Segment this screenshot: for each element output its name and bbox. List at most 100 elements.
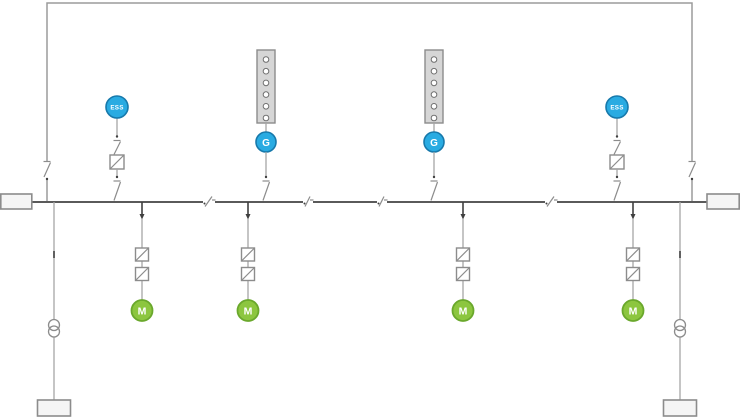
ess-2-converter[interactable] (609, 154, 625, 170)
motor-circle[interactable] (451, 299, 475, 322)
ess-2-switch-upper[interactable] (613, 139, 622, 155)
switch-terminal-dot (690, 177, 694, 181)
module-cell (262, 79, 270, 87)
ess-label: ESS (610, 105, 623, 112)
motor-circle[interactable] (236, 299, 260, 322)
bus-tie-switch-3[interactable] (377, 196, 388, 207)
generator-1-switch[interactable] (262, 180, 271, 201)
bus-tie-switch-2[interactable] (303, 196, 314, 207)
ess-2-bay: ESS (605, 95, 629, 201)
terminal-box[interactable] (0, 193, 33, 210)
feeder-terminal-box[interactable] (662, 399, 698, 417)
switch-blade (43, 162, 52, 178)
transformer-winding-primary[interactable] (47, 318, 61, 332)
transformer-winding-mask (48, 326, 60, 337)
transformer-winding-secondary[interactable] (47, 325, 61, 338)
disconnect-switch-ring-left[interactable] (43, 160, 52, 181)
module-cell (262, 56, 270, 63)
motor-3-symbol[interactable]: M (451, 299, 475, 322)
generator-label: G (262, 138, 270, 149)
ess-label: ESS (110, 105, 123, 112)
module-cell (430, 103, 438, 110)
junction-dot (615, 135, 619, 138)
motor-label: M (244, 305, 253, 317)
bus-tie-switch-4[interactable] (545, 196, 558, 207)
converter-diagonal (109, 154, 125, 170)
motor-3-drive-stage-1[interactable] (455, 247, 471, 262)
transformer-winding-secondary[interactable] (673, 325, 687, 338)
motor-4-drive-stage-1[interactable] (625, 247, 641, 262)
genset-engine-1[interactable] (256, 49, 276, 124)
transformer-2-symbol[interactable] (673, 318, 687, 338)
switch-terminal-dot (377, 202, 380, 205)
module-cell (430, 67, 438, 75)
motor-circle[interactable] (621, 299, 645, 322)
motor-circle[interactable] (130, 299, 154, 322)
ess-circle[interactable] (105, 95, 129, 119)
junction-dot (264, 175, 268, 179)
terminal-box[interactable] (706, 193, 740, 210)
feeder-arrow-icon (139, 214, 145, 220)
junction-dot (432, 175, 436, 179)
drive-diagonal (626, 247, 640, 262)
generator-1-bay: G (255, 49, 277, 201)
motor-label: M (459, 305, 468, 317)
drive-diagonal (626, 267, 640, 281)
ess-1-converter[interactable] (109, 154, 125, 170)
switch-blade (688, 162, 697, 178)
motor-4-drive-stage-2[interactable] (625, 266, 641, 282)
module-cell (262, 114, 270, 122)
feeder-arrow-icon (245, 214, 251, 220)
feeder-terminal-box[interactable] (36, 399, 72, 417)
motor-label: M (138, 305, 147, 317)
motor-2-drive-stage-2[interactable] (240, 266, 256, 282)
switch-blade (613, 141, 622, 155)
bus-terminal-box-right[interactable] (706, 193, 740, 210)
disconnect-switch-ring-right[interactable] (688, 160, 697, 181)
ess-1-symbol[interactable]: ESS (105, 95, 129, 119)
junction-dot (115, 175, 119, 179)
motor-1-symbol[interactable]: M (130, 299, 154, 322)
module-cell (430, 91, 438, 98)
motor-2-symbol[interactable]: M (236, 299, 260, 322)
switch-terminal-dot (45, 177, 49, 181)
ess-2-switch-lower[interactable] (613, 180, 622, 201)
generator-2-bay: G (423, 49, 445, 201)
ess-1-switch-lower[interactable] (113, 180, 122, 201)
switch-blade (430, 181, 439, 201)
bus-tie-switch-1[interactable] (203, 196, 216, 207)
module-cell (430, 79, 438, 87)
motor-1-drive-stage-1[interactable] (134, 247, 150, 262)
ess-1-bay: ESS (105, 95, 129, 201)
transformer-2-bay (662, 202, 698, 417)
drive-diagonal (241, 247, 255, 262)
module-cell (262, 91, 270, 98)
generator-1-symbol[interactable]: G (255, 131, 277, 153)
motor-2-bay: M (236, 202, 260, 322)
switch-terminal-dot (545, 202, 548, 205)
transformer-winding-primary[interactable] (673, 318, 687, 332)
feeder-arrow-icon (460, 214, 466, 220)
module-cell (430, 56, 438, 63)
genset-engine-2[interactable] (424, 49, 444, 124)
module-cell (262, 103, 270, 110)
motor-4-bay: M (621, 202, 645, 322)
switch-blade (113, 141, 122, 155)
motor-1-drive-stage-2[interactable] (134, 266, 150, 282)
bus-terminal-box-left[interactable] (0, 193, 33, 210)
ring-bus-loop (43, 2, 697, 202)
motor-3-drive-stage-2[interactable] (455, 266, 471, 282)
motor-3-bay: M (451, 202, 475, 322)
ess-circle[interactable] (605, 95, 629, 119)
generator-2-switch[interactable] (430, 180, 439, 201)
transformer-1-symbol[interactable] (47, 318, 61, 338)
motor-2-drive-stage-1[interactable] (240, 247, 256, 262)
motor-4-symbol[interactable]: M (621, 299, 645, 322)
ess-2-symbol[interactable]: ESS (605, 95, 629, 119)
drive-diagonal (456, 267, 470, 281)
ess-1-switch-upper[interactable] (113, 139, 122, 155)
switch-blade (113, 181, 122, 201)
drive-diagonal (135, 247, 149, 262)
generator-2-symbol[interactable]: G (423, 131, 445, 153)
